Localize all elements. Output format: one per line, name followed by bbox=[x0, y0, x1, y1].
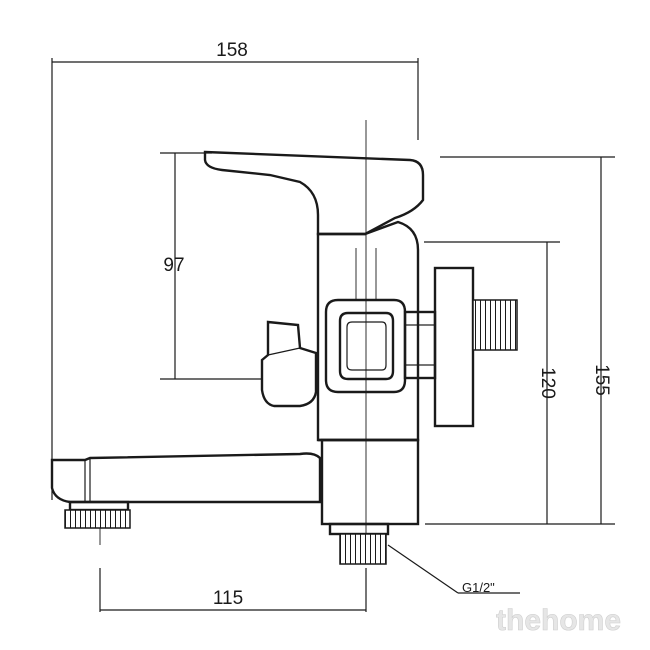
wall-connector bbox=[403, 266, 518, 428]
spout bbox=[50, 452, 322, 529]
watermark-text: thehome bbox=[496, 604, 621, 637]
mixer-body bbox=[316, 220, 420, 526]
bottom-outlet: G1/2" bbox=[328, 522, 520, 595]
side-knob bbox=[260, 320, 318, 408]
dimension-label-120: 120 bbox=[537, 367, 558, 399]
dimension-label-155: 155 bbox=[591, 364, 612, 396]
dimension-overall-width: 158 bbox=[51, 40, 419, 500]
dimension-inlet-height: 120 bbox=[424, 241, 560, 524]
dimension-lever-height: 97 bbox=[160, 152, 262, 380]
connection-label: G1/2" bbox=[462, 580, 495, 595]
lever-handle bbox=[203, 150, 425, 236]
diverter-knob bbox=[324, 298, 407, 394]
dimension-label-115: 115 bbox=[213, 588, 243, 609]
dimension-total-height: 155 bbox=[425, 156, 615, 525]
dimension-label-158: 158 bbox=[216, 40, 248, 61]
dimension-spout-reach: 115 bbox=[99, 568, 367, 612]
dimension-label-97: 97 bbox=[163, 255, 184, 276]
